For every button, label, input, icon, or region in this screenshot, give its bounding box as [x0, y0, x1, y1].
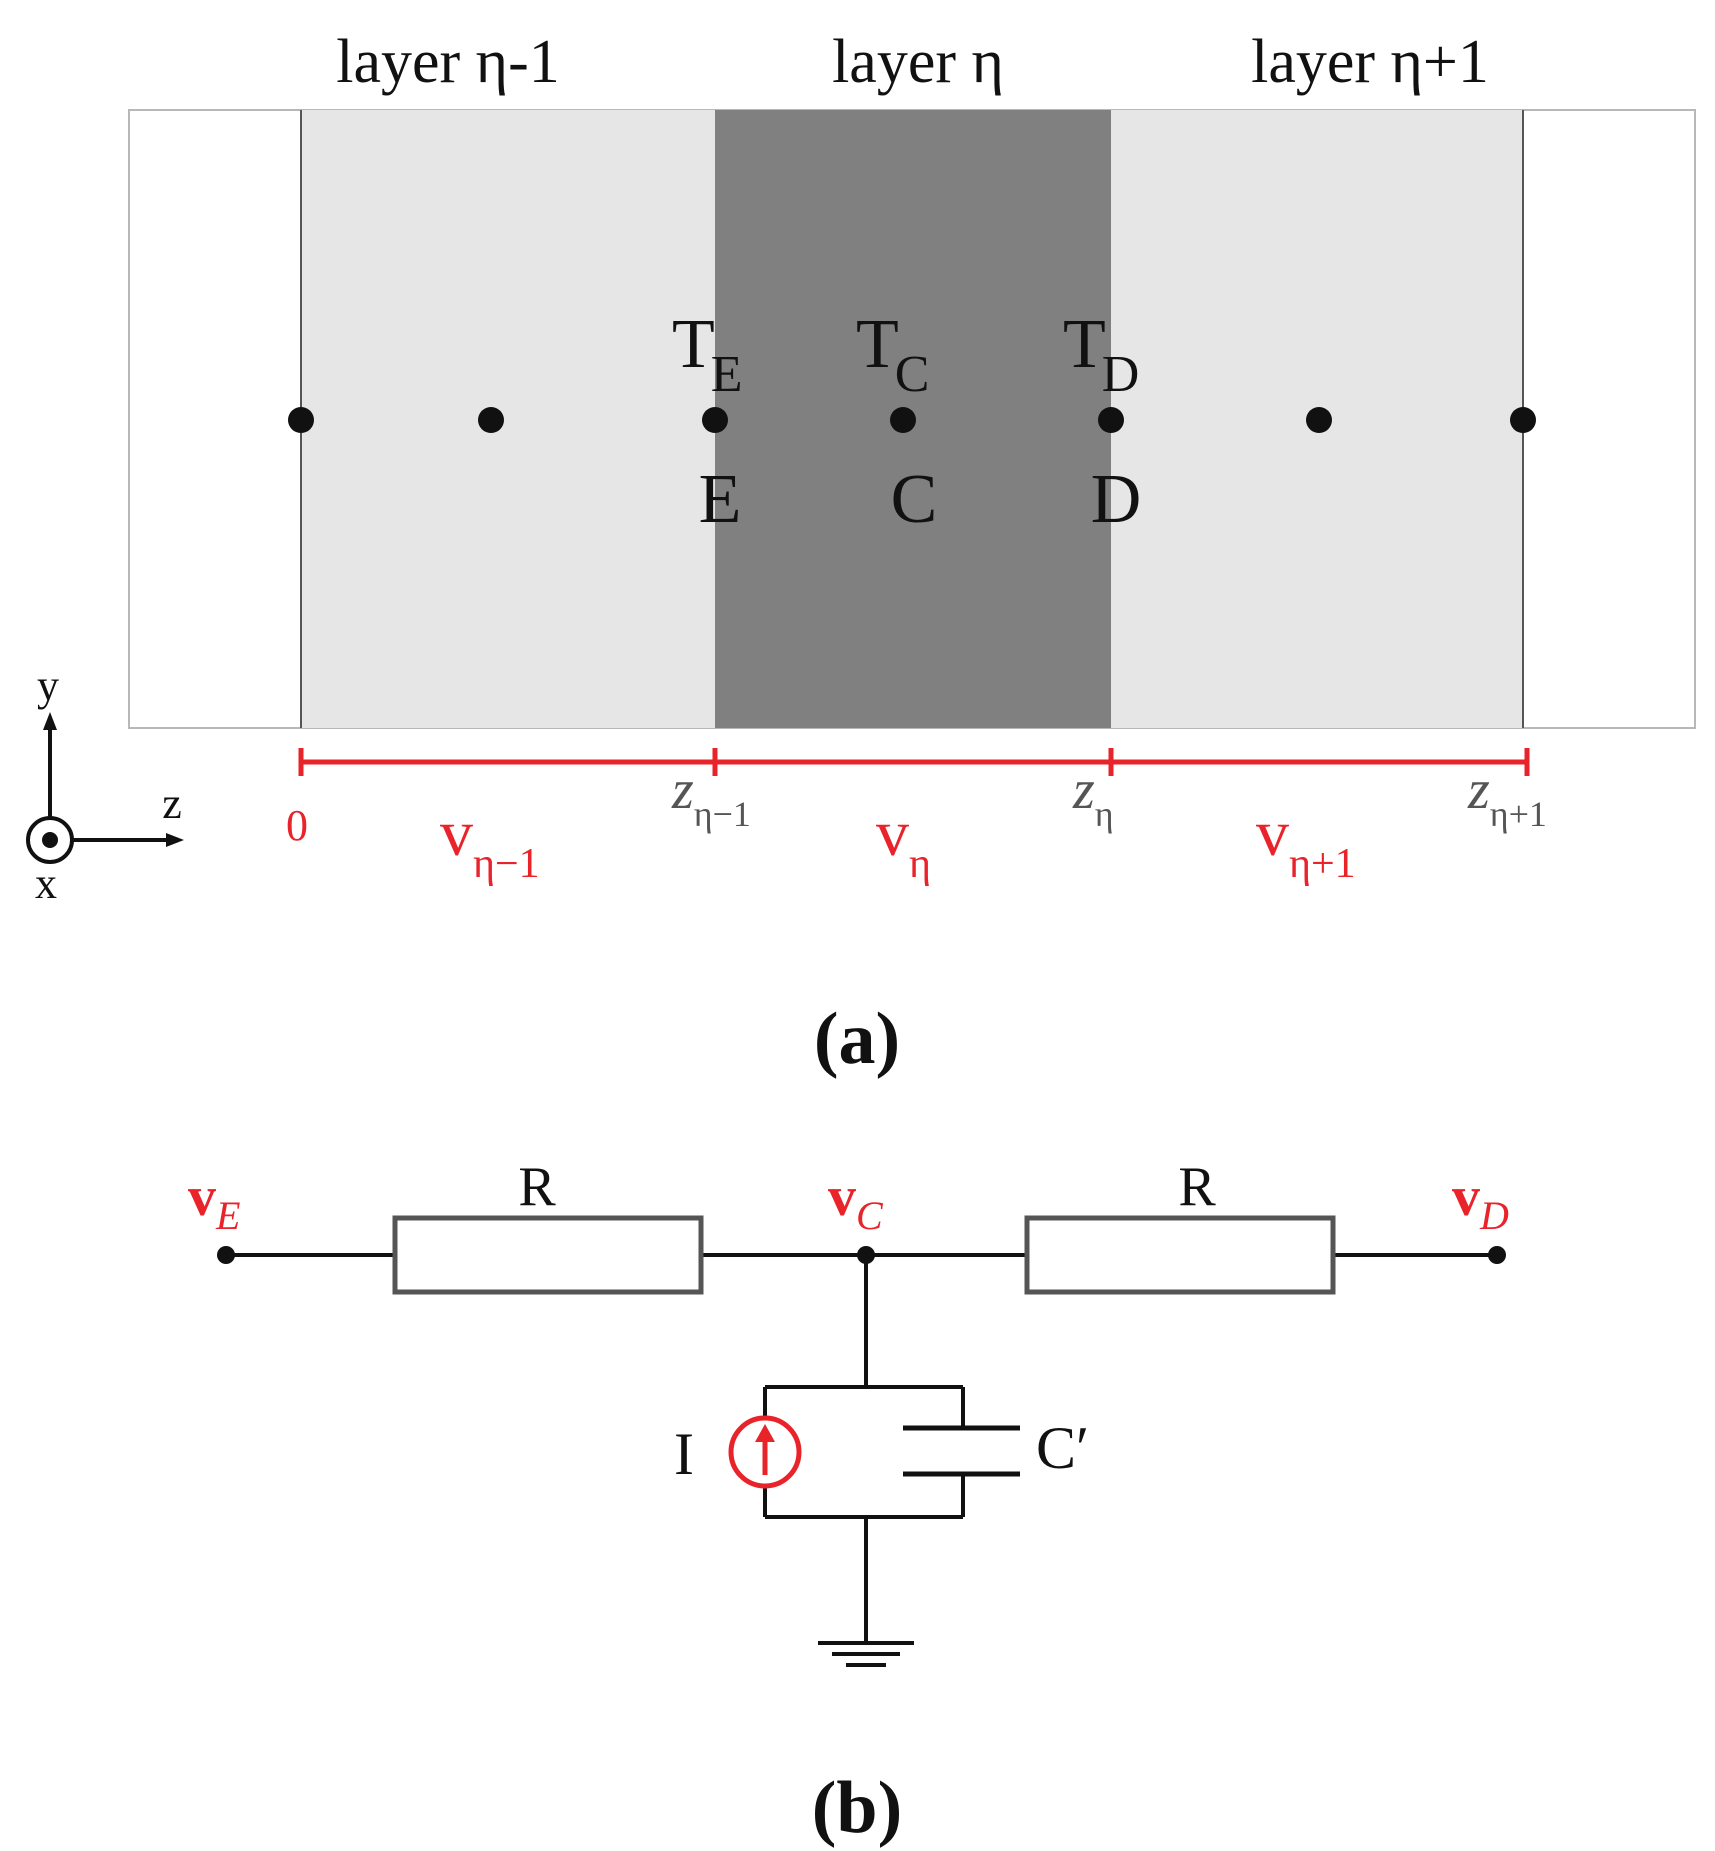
axis-label-z: z: [162, 779, 182, 828]
y-arrow-icon: [43, 712, 57, 730]
capacitor-label: C′: [1036, 1415, 1089, 1481]
junction-c: [857, 1246, 875, 1264]
caption-a: (a): [814, 998, 900, 1080]
node-dot: [1510, 407, 1536, 433]
voltage-label-d: vD: [1452, 1166, 1509, 1238]
terminal-d: [1488, 1246, 1506, 1264]
node-dot: [288, 407, 314, 433]
node-dot: [478, 407, 504, 433]
position-label-z-next: zη+1: [1467, 759, 1547, 834]
dimension-line: [298, 748, 1530, 776]
axis-label-x: x: [35, 859, 57, 908]
terminal-e: [217, 1246, 235, 1264]
axis-label-y: y: [37, 661, 59, 710]
temp-label-d: TD: [1063, 306, 1139, 403]
capacitor: [903, 1425, 1020, 1477]
resistor-label-left: R: [518, 1156, 556, 1218]
node-dot: [1306, 407, 1332, 433]
node-label-c: C: [891, 461, 938, 538]
layer-prev: [301, 110, 715, 728]
voltage-label-e: vE: [188, 1166, 240, 1238]
panel-a: layer η-1 layer η layer η+1 TE TC TD E C…: [26, 28, 1696, 1080]
current-arrow-icon: [755, 1424, 775, 1442]
node-label-e: E: [699, 461, 742, 538]
resistor-left: [392, 1215, 704, 1295]
ground-icon: [818, 1641, 914, 1667]
volume-label-prev: vη−1: [440, 797, 540, 887]
layer-label-next: layer η+1: [1251, 28, 1489, 96]
caption-b: (b): [812, 1767, 902, 1849]
node-dot-c: [890, 407, 916, 433]
coordinate-axes: y z x: [26, 661, 184, 908]
layer-label-prev: layer η-1: [336, 28, 559, 96]
voltage-label-c: vC: [828, 1166, 884, 1238]
current-label: I: [674, 1421, 694, 1487]
position-label-z-prev: zη−1: [671, 759, 751, 834]
position-label-z-current: zη: [1072, 759, 1114, 834]
z-arrow-icon: [166, 833, 184, 847]
position-label-zero: 0: [286, 801, 308, 850]
node-dot-e: [702, 407, 728, 433]
circuit-wires: [226, 1253, 1497, 1643]
resistor-right: [1024, 1215, 1336, 1295]
node-label-d: D: [1091, 461, 1142, 538]
node-dot-d: [1098, 407, 1124, 433]
volume-label-current: vη: [876, 797, 931, 887]
temp-label-c: TC: [856, 306, 929, 403]
panel-b: vE vC vD R R I: [188, 1156, 1509, 1849]
resistor-label-right: R: [1178, 1156, 1216, 1218]
temp-label-e: TE: [672, 306, 743, 403]
layer-label-current: layer η: [832, 28, 1004, 96]
volume-label-next: vη+1: [1256, 797, 1356, 887]
